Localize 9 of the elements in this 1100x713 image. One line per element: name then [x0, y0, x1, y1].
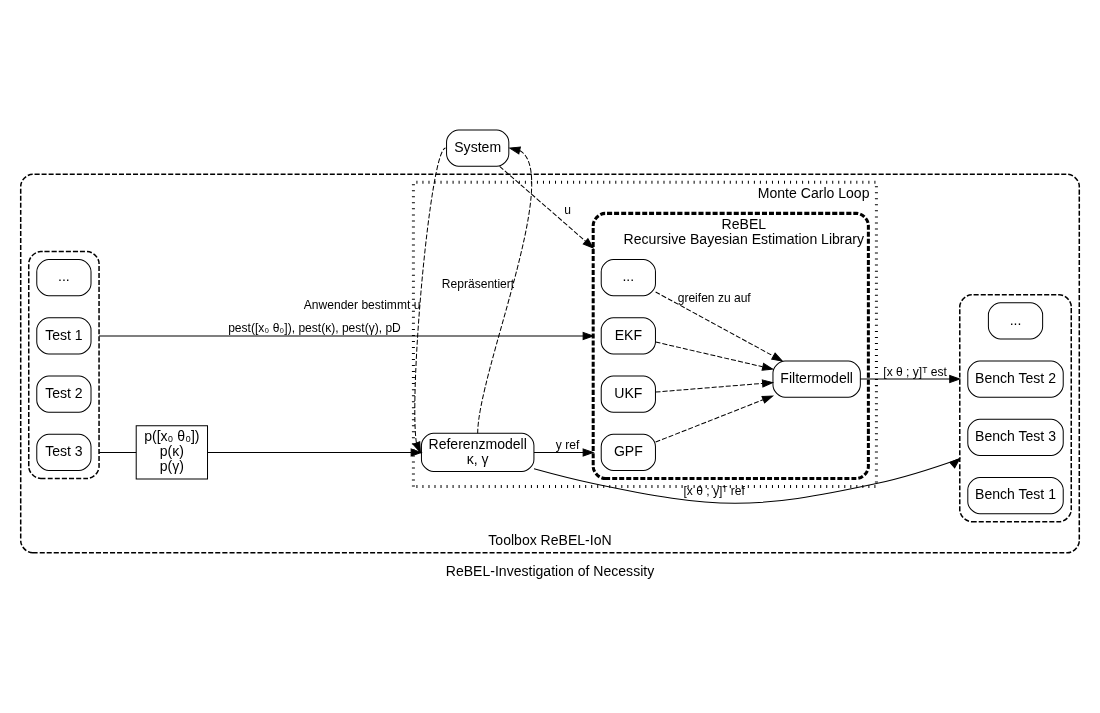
- edge-label: Anwender bestimmt u: [303, 297, 421, 312]
- edge-label: u: [564, 202, 571, 217]
- edge-label: y ref: [555, 437, 580, 452]
- caption: ReBEL-Investigation of Necessity: [445, 562, 655, 579]
- edge-label: [x θ ; y]ᵀ ref: [683, 483, 745, 498]
- edge-label: greifen zu auf: [677, 290, 751, 305]
- edge-label: pest([x₀ θ₀]), pest(κ), pest(γ), pD: [228, 320, 401, 335]
- edge-label: [x θ ; y]ᵀ est: [883, 364, 947, 379]
- edge-label: Repräsentiert: [441, 276, 515, 291]
